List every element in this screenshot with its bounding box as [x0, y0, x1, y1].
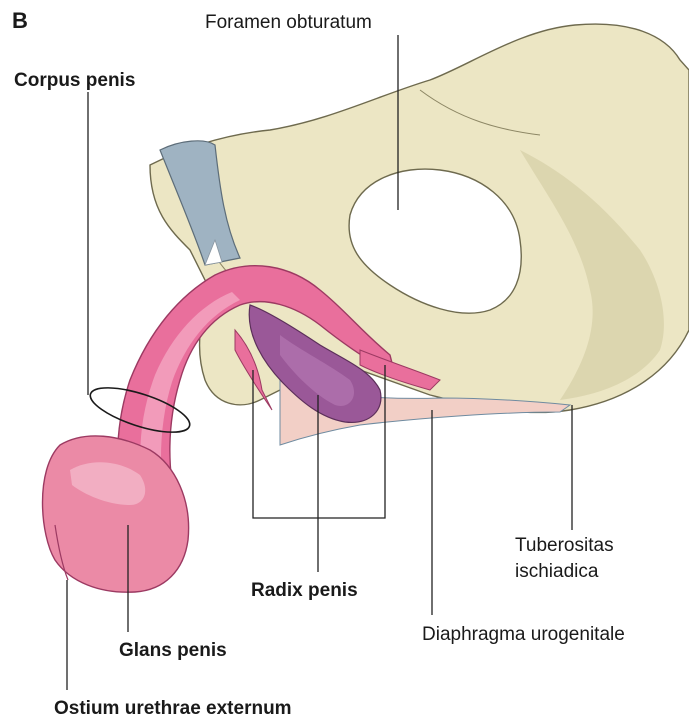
label-corpus-penis: Corpus penis — [14, 70, 135, 91]
pelvic-bone — [150, 24, 689, 412]
panel-letter: B — [12, 8, 28, 33]
label-diaphragma-urogenitale: Diaphragma urogenitale — [422, 624, 625, 645]
label-radix-penis: Radix penis — [251, 580, 358, 601]
label-tuberositas-line1: Tuberositas — [515, 535, 614, 556]
label-tuberositas-line2: ischiadica — [515, 561, 599, 582]
label-ostium-urethrae-externum: Ostium urethrae externum — [54, 698, 292, 719]
label-foramen-obturatum: Foramen obturatum — [205, 12, 372, 33]
label-glans-penis: Glans penis — [119, 640, 227, 661]
